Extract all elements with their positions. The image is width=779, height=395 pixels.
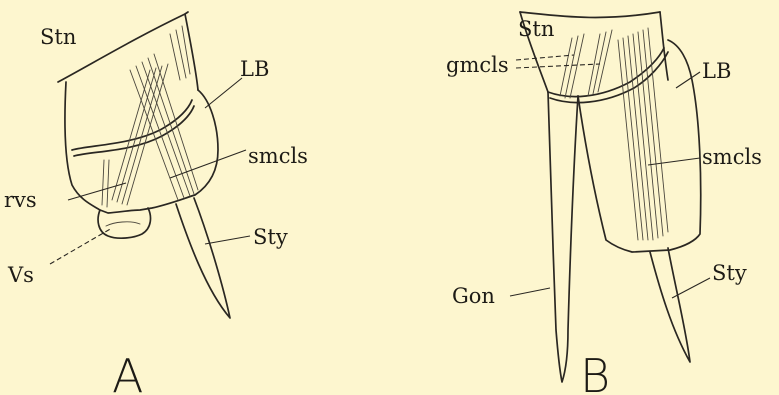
- a-label-rvs: rvs: [4, 188, 37, 212]
- a-stylus: [176, 198, 230, 318]
- b-gonapophysis: [548, 92, 578, 382]
- a-sternum-fold: [185, 14, 198, 90]
- b-smcls-fibers: [618, 28, 668, 240]
- b-panel-label: B: [580, 349, 610, 395]
- a-vs-leader: [50, 228, 112, 264]
- b-limb-base-outline: [578, 40, 701, 252]
- a-rvs-fibers: [102, 64, 168, 207]
- a-label-lb: LB: [240, 57, 269, 81]
- a-label-sty: Sty: [253, 225, 288, 249]
- b-label-smcls: smcls: [702, 145, 762, 169]
- a-vesicle-inner: [106, 222, 140, 226]
- a-label-stn: Stn: [40, 25, 76, 49]
- b-label-stn: Stn: [518, 17, 554, 41]
- a-rim-curve: [72, 100, 192, 150]
- figure-b: Stn gmcls LB smcls Gon Sty B: [446, 12, 762, 395]
- b-gon-leader: [510, 288, 550, 296]
- b-gmcls-fibers: [560, 30, 612, 98]
- b-label-gmcls: gmcls: [446, 53, 509, 77]
- figure-a: Stn LB smcls rvs Vs Sty A: [4, 12, 308, 395]
- b-label-lb: LB: [702, 59, 731, 83]
- a-rim-curve-inner: [74, 106, 194, 156]
- a-label-smcls: smcls: [248, 144, 308, 168]
- a-smcls-leader: [170, 150, 246, 178]
- a-label-vs: Vs: [7, 263, 34, 287]
- b-sty-leader: [672, 278, 710, 298]
- a-smcls-fibers: [130, 26, 198, 200]
- a-sternum-outline: [58, 12, 188, 82]
- b-label-sty: Sty: [712, 261, 747, 285]
- b-gmcls-leader-2: [516, 64, 600, 68]
- b-sternum-right: [660, 12, 668, 80]
- b-gmcls-leader-1: [516, 55, 574, 60]
- a-panel-label: A: [112, 349, 143, 395]
- b-lb-leader: [676, 72, 700, 88]
- b-stylus: [650, 248, 690, 362]
- a-sty-leader: [205, 236, 250, 244]
- b-label-gon: Gon: [452, 284, 495, 308]
- a-lb-leader: [205, 78, 242, 108]
